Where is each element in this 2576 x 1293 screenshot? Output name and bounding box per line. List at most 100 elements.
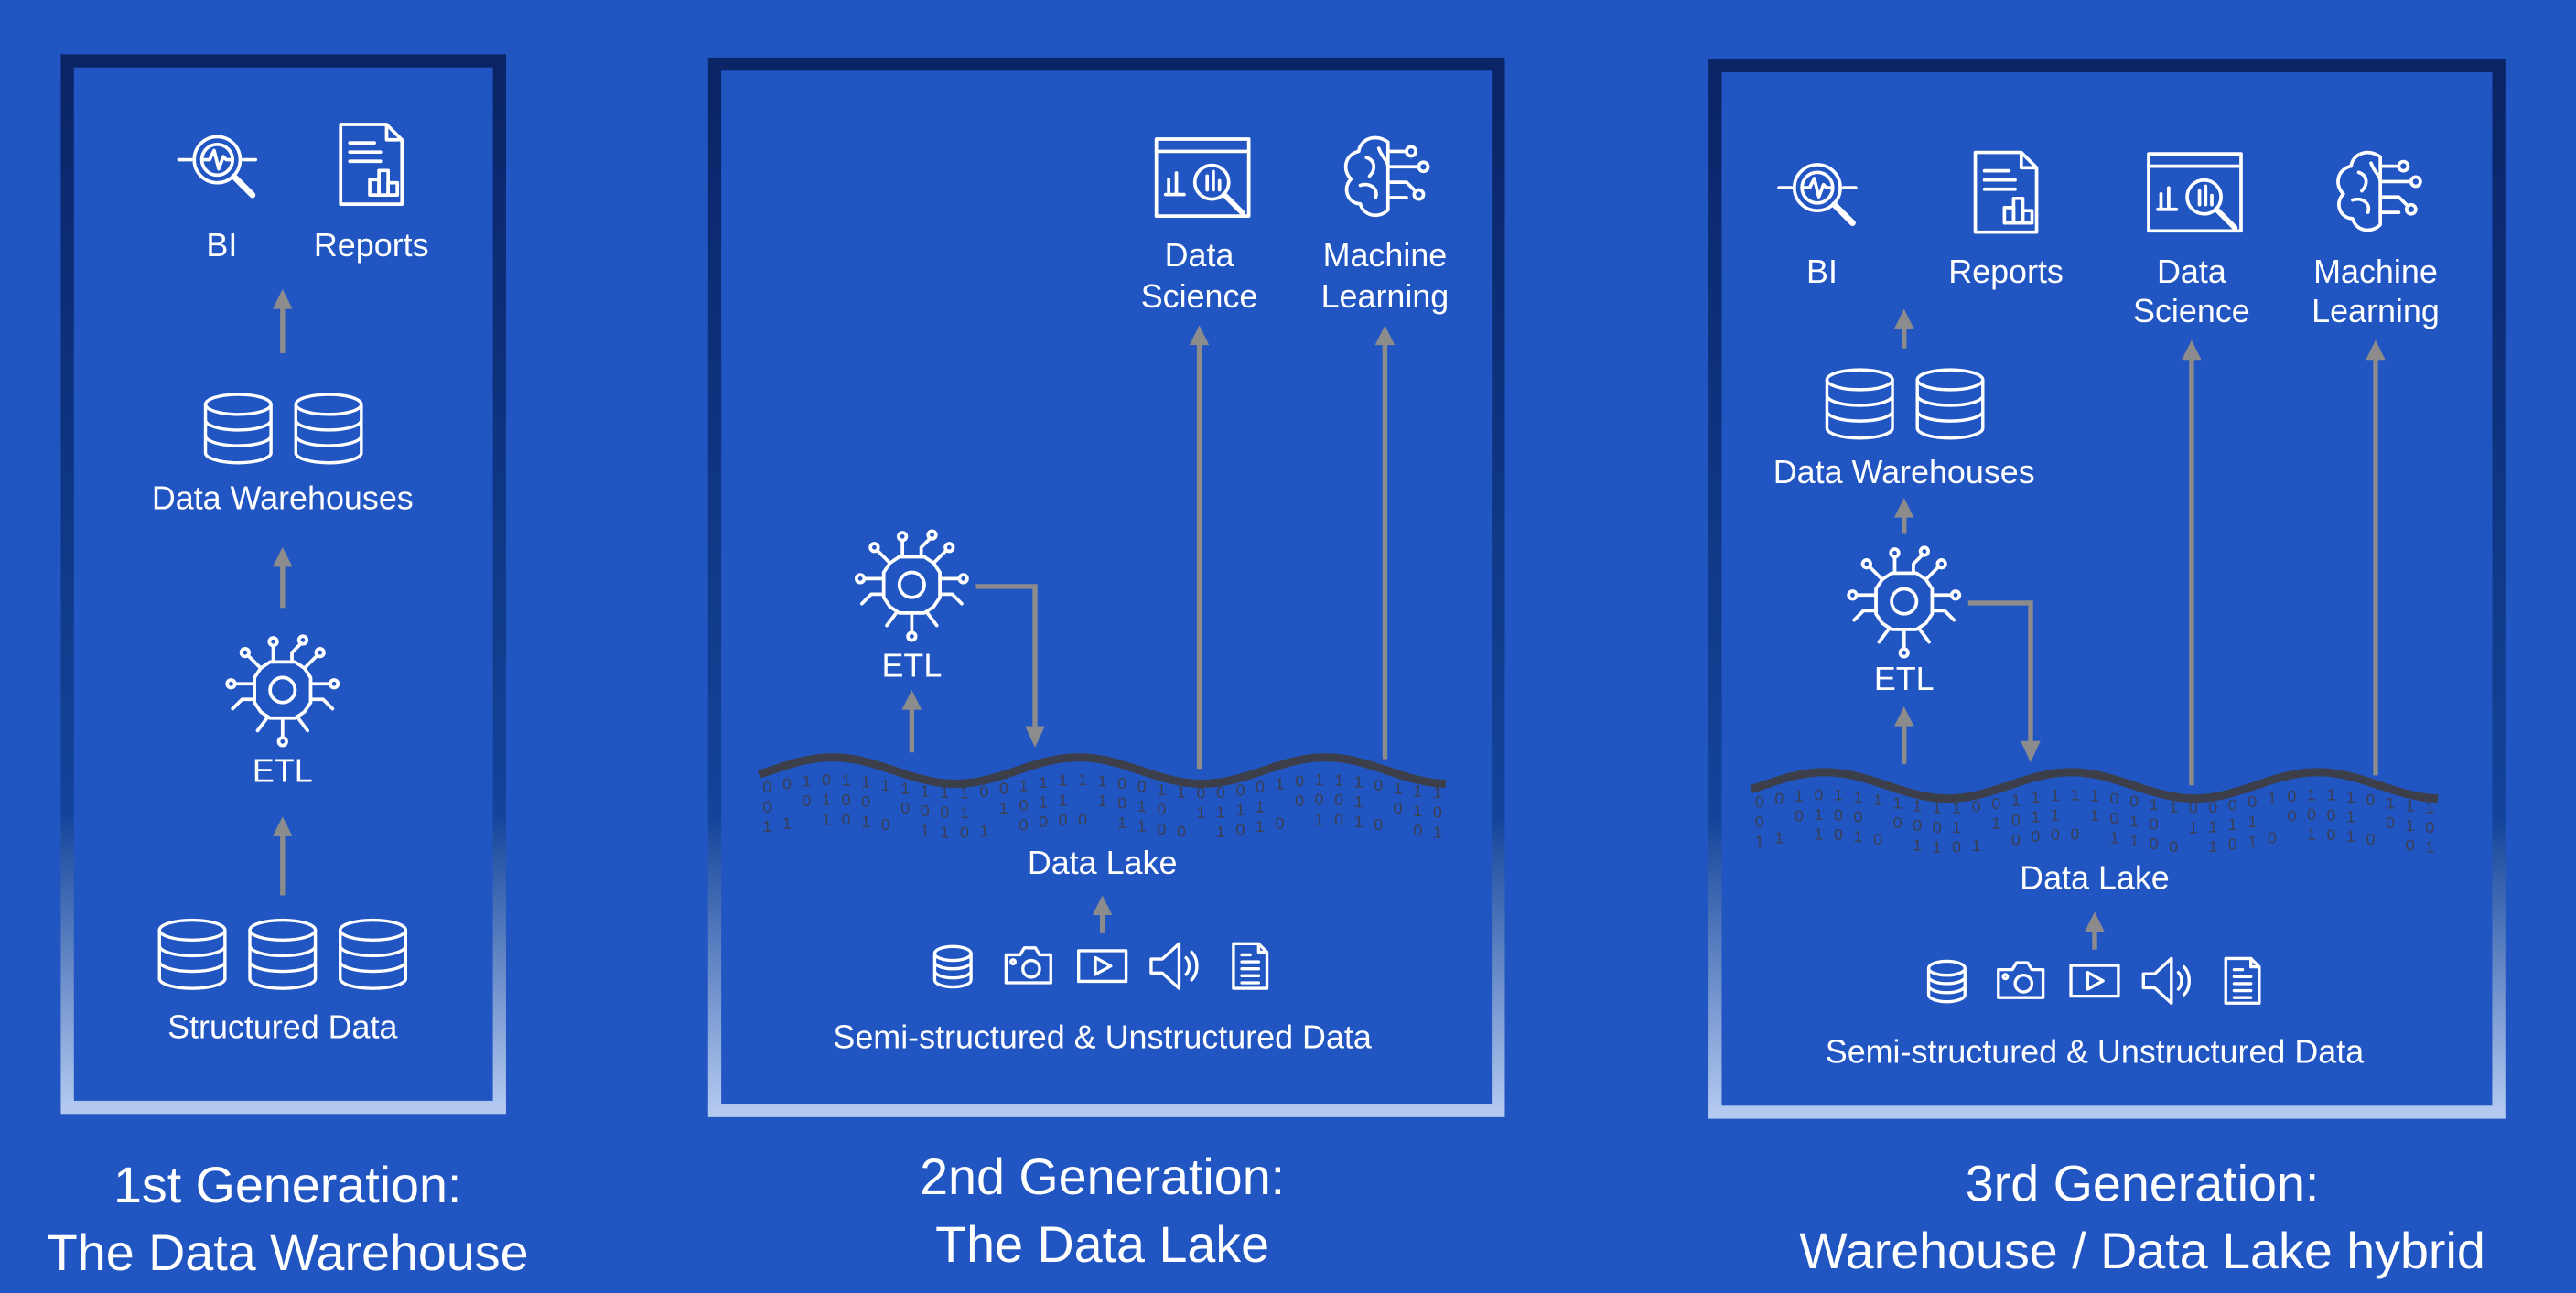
binary-digit: 0 bbox=[822, 770, 831, 789]
binary-digit: 0 bbox=[1893, 814, 1902, 832]
binary-digit: 0 bbox=[1295, 792, 1304, 810]
binary-digit: 1 bbox=[1256, 817, 1265, 835]
binary-digit: 1 bbox=[1157, 781, 1166, 799]
etl-label: ETL bbox=[253, 753, 313, 790]
binary-digit: 1 bbox=[940, 823, 949, 841]
binary-digit: 1 bbox=[1873, 791, 1882, 809]
data-lake-wave bbox=[757, 753, 1447, 788]
arrow-up-icon bbox=[2085, 911, 2105, 950]
gen1-title-line2: The Data Warehouse bbox=[47, 1224, 529, 1281]
arrow-up-icon bbox=[1893, 498, 1914, 534]
panel-2nd-generation: Data Science Machine Learning ETL 001011… bbox=[707, 57, 1505, 1273]
binary-digit: 0 bbox=[1117, 774, 1126, 792]
binary-digit: 1 bbox=[2208, 837, 2217, 856]
binary-digit: 0 bbox=[2247, 792, 2257, 811]
binary-digit: 1 bbox=[1137, 797, 1147, 815]
bi-label: BI bbox=[1806, 253, 1838, 290]
binary-digit: 1 bbox=[1039, 773, 1048, 792]
binary-digit: 1 bbox=[2208, 818, 2217, 836]
binary-digit: 0 bbox=[1933, 818, 1942, 836]
binary-digit: 1 bbox=[1795, 787, 1804, 805]
data-warehouses-label: Data Warehouses bbox=[1773, 454, 2035, 490]
binary-digit: 0 bbox=[1814, 785, 1823, 803]
binary-digit: 0 bbox=[1834, 805, 1843, 824]
arrow-up-icon bbox=[1092, 895, 1113, 933]
reports-label: Reports bbox=[1948, 253, 2064, 290]
binary-digit: 1 bbox=[960, 783, 969, 802]
binary-digit: 0 bbox=[2070, 824, 2079, 843]
arrow-up-icon bbox=[1189, 325, 1210, 770]
data-lake-bits: 0010110011100101101010110111001011001101… bbox=[762, 770, 1441, 841]
binary-digit: 0 bbox=[1374, 815, 1383, 834]
binary-digit: 0 bbox=[1117, 794, 1126, 813]
binary-digit: 1 bbox=[1394, 779, 1403, 797]
binary-digit: 0 bbox=[1873, 830, 1882, 848]
binary-digit: 0 bbox=[2327, 825, 2336, 844]
gen3-title-line2: Warehouse / Data Lake hybrid bbox=[1799, 1223, 2485, 1279]
binary-digit: 1 bbox=[1216, 803, 1225, 821]
binary-digit: 0 bbox=[1834, 825, 1843, 844]
binary-digit: 1 bbox=[2386, 794, 2395, 813]
binary-digit: 1 bbox=[1019, 776, 1028, 794]
machine-learning-label-2: Learning bbox=[1321, 278, 1450, 315]
binary-digit: 0 bbox=[1177, 823, 1186, 841]
binary-digit: 1 bbox=[1059, 791, 1068, 809]
binary-digit: 1 bbox=[921, 821, 930, 839]
binary-digit: 1 bbox=[1952, 818, 1961, 836]
binary-digit: 1 bbox=[960, 803, 969, 822]
machine-learning-label-1: Machine bbox=[2313, 253, 2438, 290]
binary-digit: 1 bbox=[1893, 794, 1902, 813]
binary-digit: 0 bbox=[802, 792, 811, 810]
panel-frame bbox=[707, 57, 1505, 1117]
binary-digit: 0 bbox=[762, 778, 771, 796]
binary-digit: 0 bbox=[1774, 790, 1784, 808]
binary-digit: 1 bbox=[1933, 798, 1942, 816]
binary-digit: 1 bbox=[1413, 781, 1422, 800]
binary-digit: 0 bbox=[1039, 813, 1048, 831]
binary-digit: 1 bbox=[1913, 797, 1922, 815]
binary-digit: 1 bbox=[2346, 807, 2355, 825]
binary-digit: 1 bbox=[1276, 775, 1285, 793]
arrow-up-icon bbox=[273, 816, 293, 896]
binary-digit: 1 bbox=[1196, 803, 1205, 822]
binary-digit: 0 bbox=[881, 815, 890, 834]
binary-digit: 1 bbox=[1354, 792, 1363, 811]
binary-digit: 1 bbox=[1315, 770, 1324, 789]
binary-digit: 0 bbox=[1276, 814, 1285, 833]
binary-digit: 0 bbox=[2425, 818, 2434, 836]
binary-digit: 0 bbox=[2228, 795, 2237, 814]
binary-digit: 1 bbox=[1433, 823, 1442, 841]
binary-digit: 0 bbox=[842, 791, 851, 809]
elbow-arrow-down-icon bbox=[1967, 600, 2041, 763]
binary-digit: 1 bbox=[999, 799, 1008, 817]
binary-digit: 0 bbox=[1019, 796, 1028, 814]
binary-digit: 0 bbox=[2287, 787, 2296, 805]
binary-digit: 0 bbox=[1157, 801, 1166, 819]
binary-digit: 0 bbox=[1394, 799, 1403, 817]
binary-digit: 0 bbox=[1413, 821, 1422, 839]
binary-digit: 1 bbox=[2406, 797, 2415, 815]
binary-digit: 1 bbox=[1433, 783, 1442, 802]
binary-digit: 1 bbox=[2031, 788, 2040, 806]
arrow-up-icon bbox=[901, 690, 922, 753]
binary-digit: 1 bbox=[2327, 786, 2336, 804]
binary-digit: 1 bbox=[861, 773, 870, 792]
binary-digit: 1 bbox=[842, 771, 851, 790]
data-science-label-2: Science bbox=[2133, 293, 2250, 329]
bi-label: BI bbox=[206, 227, 237, 264]
binary-digit: 1 bbox=[900, 779, 910, 797]
semi-unstructured-data-label: Semi-structured & Unstructured Data bbox=[833, 1018, 1371, 1055]
binary-digit: 1 bbox=[2150, 795, 2159, 814]
binary-digit: 0 bbox=[2110, 809, 2119, 827]
arrow-up-icon bbox=[273, 546, 293, 609]
binary-digit: 1 bbox=[2247, 832, 2257, 850]
binary-digit: 1 bbox=[1913, 836, 1922, 855]
binary-digit: 1 bbox=[1834, 786, 1843, 804]
binary-digit: 0 bbox=[1374, 776, 1383, 794]
binary-digit: 0 bbox=[1059, 811, 1068, 829]
binary-digit: 1 bbox=[2110, 828, 2119, 846]
arrow-up-icon bbox=[2182, 339, 2202, 786]
binary-digit: 1 bbox=[1413, 802, 1422, 820]
binary-digit: 0 bbox=[2150, 835, 2159, 853]
data-science-label-2: Science bbox=[1141, 278, 1258, 315]
